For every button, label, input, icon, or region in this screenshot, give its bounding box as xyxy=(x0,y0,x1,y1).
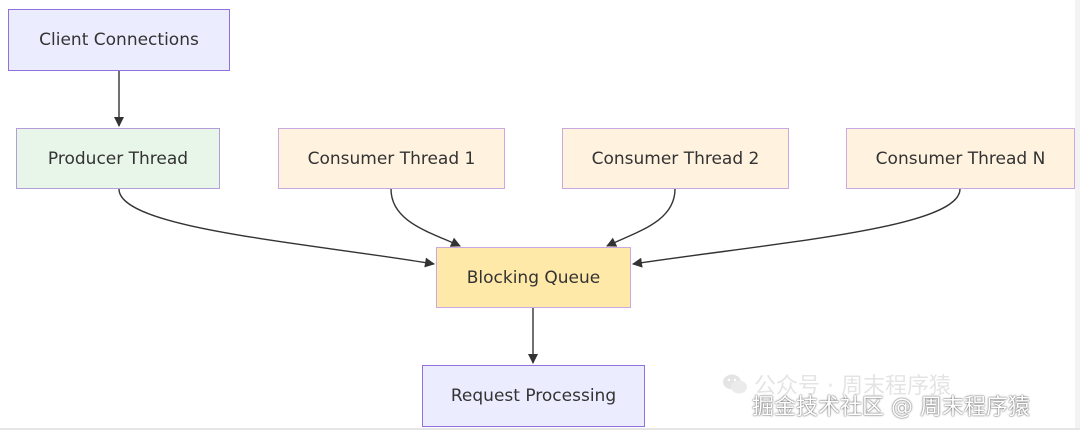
edge-consumer2-queue xyxy=(606,188,676,247)
node-client-connections: Client Connections xyxy=(8,9,230,71)
bottom-divider xyxy=(0,428,1080,430)
right-edge-shade xyxy=(1075,0,1080,430)
node-label: Consumer Thread 1 xyxy=(307,148,476,169)
watermark-text: 掘金技术社区 @ 周末程序猿 xyxy=(752,395,1030,420)
node-blocking-queue: Blocking Queue xyxy=(436,247,631,308)
node-request-processing: Request Processing xyxy=(422,365,645,427)
node-label: Request Processing xyxy=(450,386,617,406)
node-consumer-thread-n: Consumer Thread N xyxy=(846,128,1075,189)
watermark-line-1: 公众号 · 周末程序猿 xyxy=(722,368,951,401)
wechat-icon xyxy=(722,373,748,401)
node-producer-thread: Producer Thread xyxy=(16,128,220,189)
node-label: Client Connections xyxy=(39,30,199,50)
edge-consumer1-queue xyxy=(390,188,461,247)
node-label: Consumer Thread N xyxy=(875,148,1046,169)
node-label: Producer Thread xyxy=(47,148,189,169)
node-label: Blocking Queue xyxy=(466,267,601,288)
edge-consumerN-queue xyxy=(632,188,961,268)
edge-producer-queue xyxy=(118,188,435,268)
node-label: Consumer Thread 2 xyxy=(591,148,760,169)
node-consumer-thread-2: Consumer Thread 2 xyxy=(562,128,789,189)
node-consumer-thread-1: Consumer Thread 1 xyxy=(278,128,505,189)
watermark-line-2: 掘金技术社区 @ 周末程序猿 xyxy=(752,389,1030,421)
watermark-text: 公众号 · 周末程序猿 xyxy=(754,374,951,399)
